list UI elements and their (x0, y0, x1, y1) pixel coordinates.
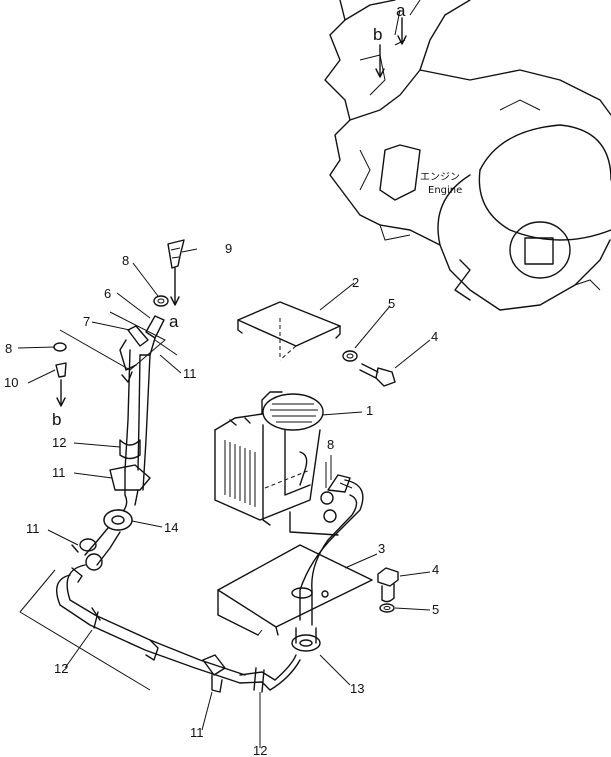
washer-bottom (379, 603, 395, 613)
callout-5-top: 5 (388, 296, 395, 311)
callout-4-top: 4 (431, 329, 438, 344)
callout-11-b: 11 (52, 465, 66, 480)
callout-14: 14 (164, 520, 178, 535)
callout-4-bottom: 4 (432, 562, 439, 577)
cover-plate (237, 301, 341, 361)
engine-illustration: エンジン Engine (324, 0, 611, 311)
callout-2: 2 (352, 275, 359, 290)
callout-12-a: 12 (52, 435, 66, 450)
heater-unit (214, 391, 324, 526)
clamps-mid (320, 462, 337, 523)
grommet-13 (291, 627, 321, 652)
callout-6: 6 (104, 286, 111, 301)
callout-10: 10 (4, 375, 18, 390)
grommet-14 (103, 509, 133, 531)
callout-11-d: 11 (190, 725, 204, 740)
callout-7: 7 (83, 314, 90, 329)
marker-a-engine: a (396, 1, 406, 20)
engine-markers: a b (373, 1, 407, 78)
callout-9: 9 (225, 241, 232, 256)
callout-5-bottom: 5 (432, 602, 439, 617)
callout-8-mid: 8 (327, 437, 334, 452)
callout-1: 1 (366, 403, 373, 418)
engine-label-jp: エンジン (420, 172, 460, 183)
callout-3: 3 (378, 541, 385, 556)
leader-lines (17, 248, 431, 748)
fittings-left (53, 342, 67, 407)
bolt-bottom (377, 567, 399, 603)
fittings-upper (127, 239, 185, 356)
callout-12-c: 12 (253, 743, 267, 757)
washer-top (342, 350, 358, 362)
callout-13: 13 (350, 681, 364, 696)
lower-bracket (217, 544, 373, 636)
marker-a-fitting: a (169, 312, 179, 331)
callout-8-top: 8 (122, 253, 129, 268)
callout-11-a: 11 (183, 366, 197, 381)
bolt-top (359, 363, 396, 387)
callout-8-left: 8 (5, 341, 12, 356)
callout-12-b: 12 (54, 661, 68, 676)
marker-b-engine: b (373, 25, 382, 44)
callout-11-c: 11 (26, 521, 40, 536)
bracket-lead (289, 511, 339, 536)
marker-b-fitting: b (52, 410, 61, 429)
engine-label-en: Engine (428, 185, 462, 196)
callout-numbers: 1 2 3 4 4 5 5 6 7 8 8 8 9 10 11 11 11 11… (4, 241, 439, 757)
